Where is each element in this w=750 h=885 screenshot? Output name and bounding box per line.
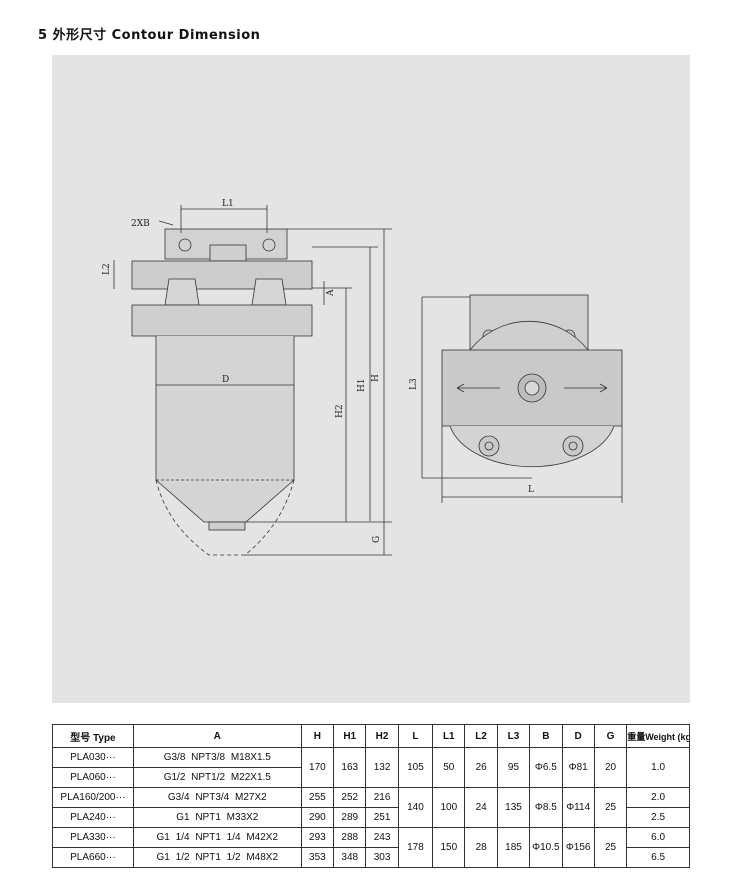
label-l1: L1 [222, 199, 234, 209]
cell-l3: 135 [496, 787, 531, 828]
label-a: A [326, 289, 336, 297]
cell-a: G1 1/2 NPT1 1/2 M48X2 [132, 847, 302, 868]
label-h1: H1 [357, 378, 367, 392]
cell-type: PLA330··· [52, 827, 134, 848]
cell-weight: 1.0 [626, 747, 690, 788]
cell-h: 293 [300, 827, 335, 848]
col-h: H [300, 724, 335, 748]
cell-type: PLA160/200··· [52, 787, 134, 808]
label-h: H [371, 374, 381, 382]
table-row: PLA660··· G1 1/2 NPT1 1/2 M48X2 353 348 … [52, 847, 690, 868]
cell-l1: 100 [432, 787, 466, 828]
cell-l1: 150 [432, 827, 466, 868]
filter-flange [131, 304, 313, 337]
cell-weight: 6.5 [626, 847, 690, 868]
cell-b: Φ6.5 [529, 747, 563, 788]
table-row: PLA240··· G1 NPT1 M33X2 290 289 251 2.5 [52, 807, 690, 828]
cell-weight: 2.5 [626, 807, 690, 828]
cell-weight: 2.0 [626, 787, 690, 808]
col-l3: L3 [496, 724, 531, 748]
cell-h2: 303 [365, 847, 399, 868]
label-l2: L2 [102, 263, 112, 275]
cell-h: 255 [300, 787, 335, 808]
cell-g: 25 [593, 787, 628, 828]
section-heading: 5 外形尺寸 Contour Dimension [38, 28, 261, 43]
cell-g: 25 [593, 827, 628, 868]
cell-d: Φ156 [561, 827, 595, 868]
top-nut [209, 244, 247, 262]
contour-drawing-panel: L1 2XB L2 A D H1 H H2 G L3 L [52, 55, 690, 703]
cell-type: PLA240··· [52, 807, 134, 828]
cell-d: Φ114 [561, 787, 595, 828]
col-d: D [561, 724, 595, 748]
cell-h2: 243 [365, 827, 399, 848]
cell-a: G1/2 NPT1/2 M22X1.5 [132, 767, 302, 788]
bracket-hole-left [178, 238, 192, 252]
cell-a: G1 NPT1 M33X2 [132, 807, 302, 828]
cell-h: 290 [300, 807, 335, 828]
col-l: L [397, 724, 434, 748]
col-h1: H1 [333, 724, 367, 748]
cell-b: Φ10.5 [529, 827, 563, 868]
label-l3: L3 [409, 378, 419, 390]
filter-head [131, 260, 313, 290]
filter-bowl [155, 336, 295, 523]
col-l1: L1 [432, 724, 466, 748]
label-l: L [528, 485, 534, 495]
cell-l2: 28 [464, 827, 498, 868]
cell-l2: 24 [464, 787, 498, 828]
cell-l3: 95 [496, 747, 531, 788]
cell-h: 353 [300, 847, 335, 868]
cell-type: PLA030··· [52, 747, 134, 768]
cell-l2: 26 [464, 747, 498, 788]
cell-a: G3/4 NPT3/4 M27X2 [132, 787, 302, 808]
col-h2: H2 [365, 724, 399, 748]
cell-b: Φ8.5 [529, 787, 563, 828]
dimension-table: 型号 Type A H H1 H2 L L1 L2 L3 B D G 重量Wei… [52, 724, 690, 868]
cell-l3: 185 [496, 827, 531, 868]
col-a: A [132, 724, 302, 748]
cell-h1: 288 [333, 827, 367, 848]
bowl-removal-outline [155, 479, 295, 556]
cell-h1: 348 [333, 847, 367, 868]
label-2xb: 2XB [131, 219, 150, 229]
cell-h1: 163 [333, 747, 367, 788]
cell-h2: 216 [365, 787, 399, 808]
col-weight: 重量Weight (kg) [626, 724, 690, 748]
col-l2: L2 [464, 724, 498, 748]
col-g: G [593, 724, 628, 748]
cell-a: G3/8 NPT3/8 M18X1.5 [132, 747, 302, 768]
cell-h2: 251 [365, 807, 399, 828]
label-d: D [222, 375, 229, 385]
label-g: G [372, 536, 382, 543]
cell-a: G1 1/4 NPT1 1/4 M42X2 [132, 827, 302, 848]
side-bowl [449, 425, 615, 468]
cell-l1: 50 [432, 747, 466, 788]
label-h2: H2 [335, 404, 345, 418]
cell-h2: 132 [365, 747, 399, 788]
table-row: PLA030··· G3/8 NPT3/8 M18X1.5 170 163 13… [52, 747, 690, 788]
cell-weight: 6.0 [626, 827, 690, 848]
cell-d: Φ81 [561, 747, 595, 788]
cell-l: 178 [397, 827, 434, 868]
drain-plug [208, 521, 246, 531]
cell-l: 140 [397, 787, 434, 828]
cell-type: PLA060··· [52, 767, 134, 788]
cell-h: 170 [300, 747, 335, 788]
table-row: PLA160/200··· G3/4 NPT3/4 M27X2 255 252 … [52, 787, 690, 828]
contour-drawing: L1 2XB L2 A D H1 H H2 G L3 L [102, 199, 623, 556]
cell-type: PLA660··· [52, 847, 134, 868]
table-header-row: 型号 Type A H H1 H2 L L1 L2 L3 B D G 重量Wei… [52, 724, 690, 748]
cell-h1: 252 [333, 787, 367, 808]
cell-h1: 289 [333, 807, 367, 828]
leader-2xb [158, 220, 174, 226]
cell-l: 105 [397, 747, 434, 788]
bracket-hole-right [262, 238, 276, 252]
col-type: 型号 Type [52, 724, 134, 748]
table-row: PLA330··· G1 1/4 NPT1 1/4 M42X2 293 288 … [52, 827, 690, 868]
col-b: B [529, 724, 563, 748]
cell-g: 20 [593, 747, 628, 788]
